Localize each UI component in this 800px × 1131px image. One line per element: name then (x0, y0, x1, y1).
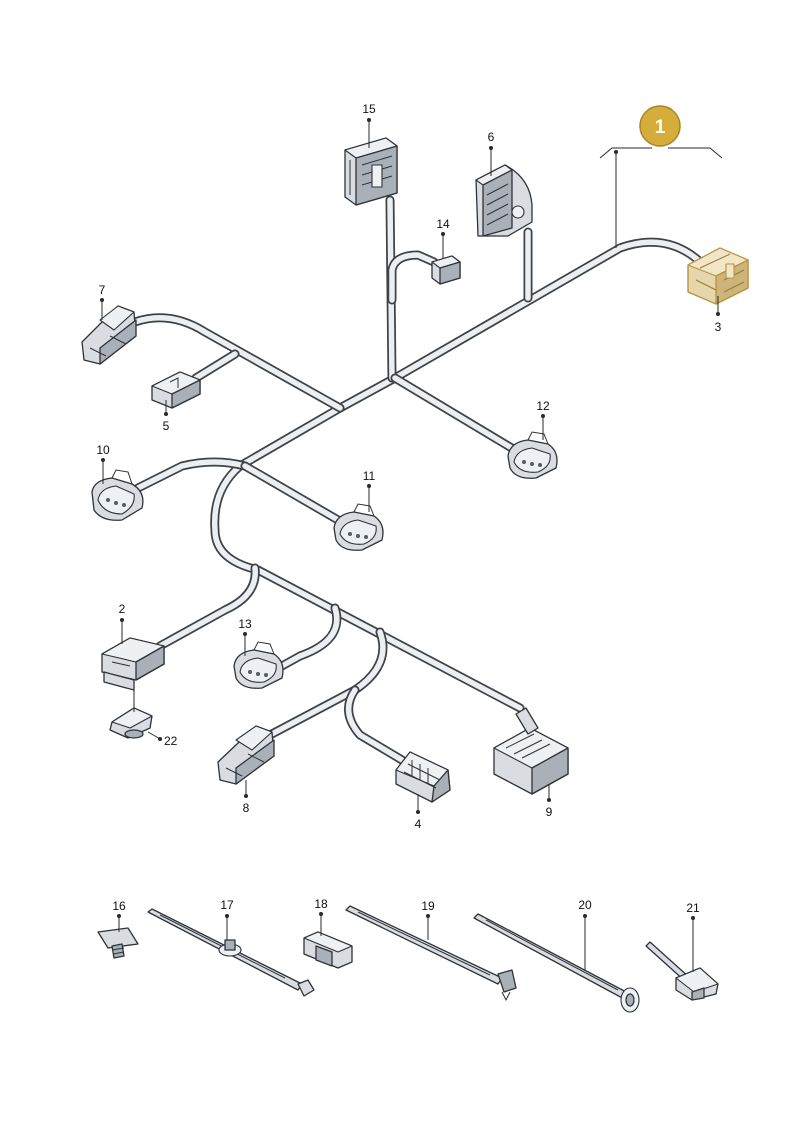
fastener-21 (645, 941, 719, 1001)
part-number-5: 5 (163, 419, 170, 433)
connector-9 (493, 707, 569, 795)
part-number-2: 2 (119, 602, 126, 616)
assembly-badge-number: 1 (655, 117, 666, 138)
part-number-17: 17 (220, 898, 234, 912)
part-number-11: 11 (363, 469, 376, 483)
connector-4 (395, 751, 451, 803)
assembly-reference: 1 (599, 105, 723, 159)
connector-10 (91, 469, 144, 521)
connector-3-highlighted (687, 247, 749, 305)
connector-7 (81, 305, 137, 365)
part-number-21: 21 (686, 901, 700, 915)
connector-13 (233, 641, 284, 689)
part-number-10: 10 (96, 443, 110, 457)
connector-14 (431, 255, 461, 285)
wiring-harness (130, 195, 703, 765)
part-number-6: 6 (488, 130, 495, 144)
fastener-18 (303, 931, 353, 969)
part-number-15: 15 (362, 102, 376, 116)
connector-8 (217, 725, 275, 785)
part-number-8: 8 (243, 801, 250, 815)
connector-11 (333, 503, 384, 551)
fastener-20 (473, 913, 640, 1013)
part-number-12: 12 (536, 399, 550, 413)
fasteners-row (97, 905, 719, 1013)
part-number-16: 16 (112, 899, 126, 913)
connector-15 (344, 137, 398, 206)
connector-12 (507, 431, 558, 479)
assembly-badge-circle (639, 105, 681, 147)
part-number-20: 20 (578, 898, 592, 912)
part-number-13: 13 (238, 617, 252, 631)
fastener-16 (97, 927, 139, 959)
connector-5 (151, 371, 201, 409)
part-number-18: 18 (314, 897, 328, 911)
harness-branches (130, 195, 703, 765)
part-number-9: 9 (546, 805, 553, 819)
clip-22 (109, 707, 153, 739)
part-number-14: 14 (436, 217, 450, 231)
fastener-17 (147, 908, 315, 997)
connector-6 (475, 164, 533, 237)
part-callouts: 15 6 14 3 7 5 12 10 11 2 13 (96, 102, 722, 972)
part-number-4: 4 (415, 817, 422, 831)
part-number-19: 19 (421, 899, 435, 913)
part-number-7: 7 (99, 283, 106, 297)
part-number-3: 3 (715, 320, 722, 334)
part-number-22: 22 (164, 734, 178, 748)
fastener-19 (345, 905, 517, 1002)
connector-2 (101, 637, 165, 691)
